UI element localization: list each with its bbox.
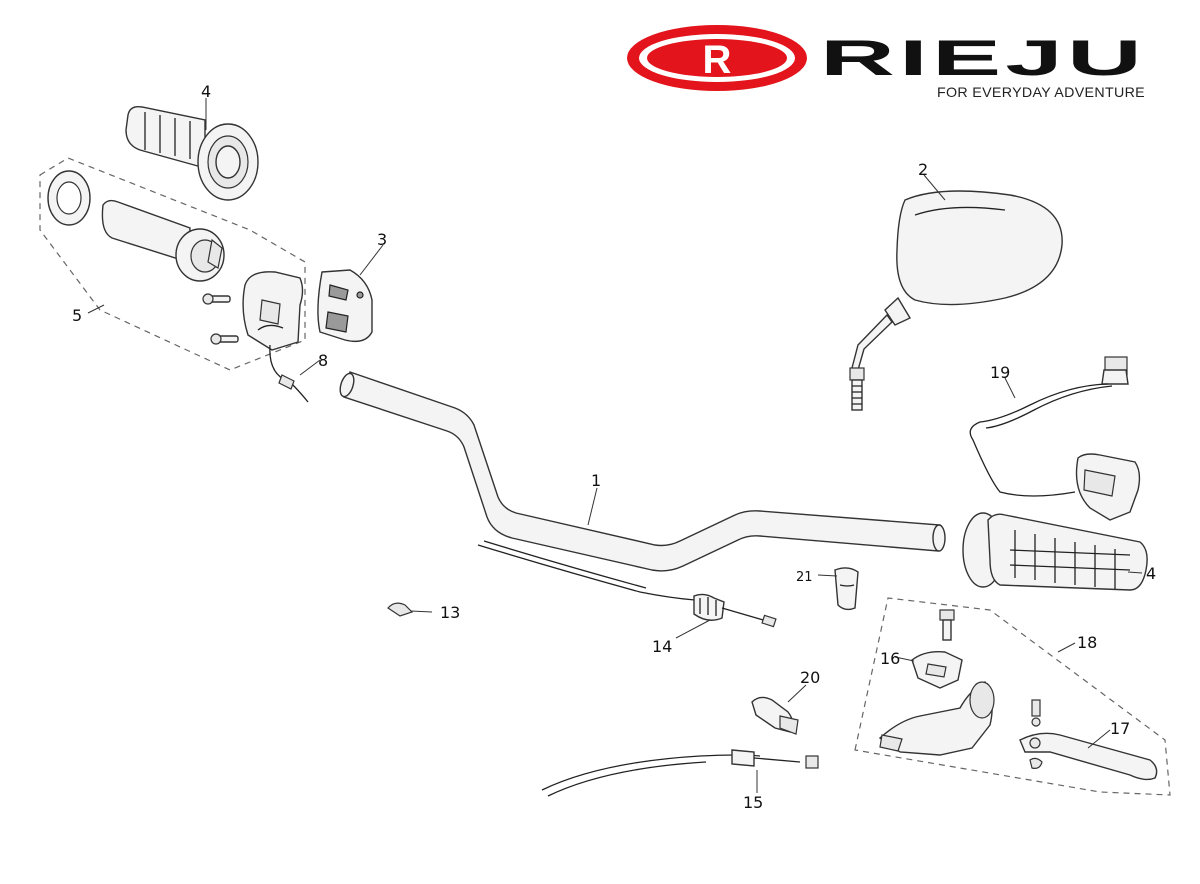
callout-13: 13: [440, 603, 460, 622]
callout-14: 14: [652, 637, 672, 656]
part-switch-right: [969, 356, 1141, 521]
callout-4-left: 4: [201, 82, 211, 101]
part-switch-cover: [317, 269, 373, 343]
screw-lower: [210, 333, 239, 345]
callout-8: 8: [318, 351, 328, 370]
part-clutch-assembly: [854, 597, 1171, 796]
part-grip-left: [125, 105, 259, 201]
rieju-logo: R RIEJU FOR EVERYDAY ADVENTURE: [627, 25, 1146, 100]
callout-21: 21: [796, 570, 813, 585]
part-mirror: [849, 190, 1063, 411]
part-throttle-assembly: [39, 157, 306, 371]
part-handlebar: [339, 371, 946, 572]
part-clip: [387, 602, 414, 617]
logo-tagline: FOR EVERYDAY ADVENTURE: [937, 84, 1145, 100]
part-throttle-cable: [477, 540, 777, 628]
callout-17: 17: [1110, 719, 1130, 738]
perch-bolt: [939, 609, 955, 641]
part-clutch-cable: [541, 749, 819, 797]
callout-19: 19: [990, 363, 1010, 382]
part-connector: [269, 344, 309, 403]
screw-upper: [202, 293, 231, 305]
callout-4-right: 4: [1146, 564, 1156, 583]
leader-lines: [87, 98, 1143, 793]
part-cable-adjuster: [751, 696, 799, 735]
clutch-lever: [1019, 699, 1158, 781]
callout-5: 5: [72, 306, 82, 325]
logo-mark-letter: R: [703, 38, 732, 82]
callout-1: 1: [591, 471, 601, 490]
part-clamp: [834, 567, 859, 611]
part-switch-housing-left: [202, 271, 304, 351]
callout-2: 2: [918, 160, 928, 179]
callout-20: 20: [800, 668, 820, 687]
callout-3: 3: [377, 230, 387, 249]
callout-15: 15: [743, 793, 763, 812]
callout-16: 16: [880, 649, 900, 668]
callout-18: 18: [1077, 633, 1097, 652]
logo-brand-name: RIEJU: [820, 30, 1146, 86]
part-grip-right: [962, 512, 1148, 591]
